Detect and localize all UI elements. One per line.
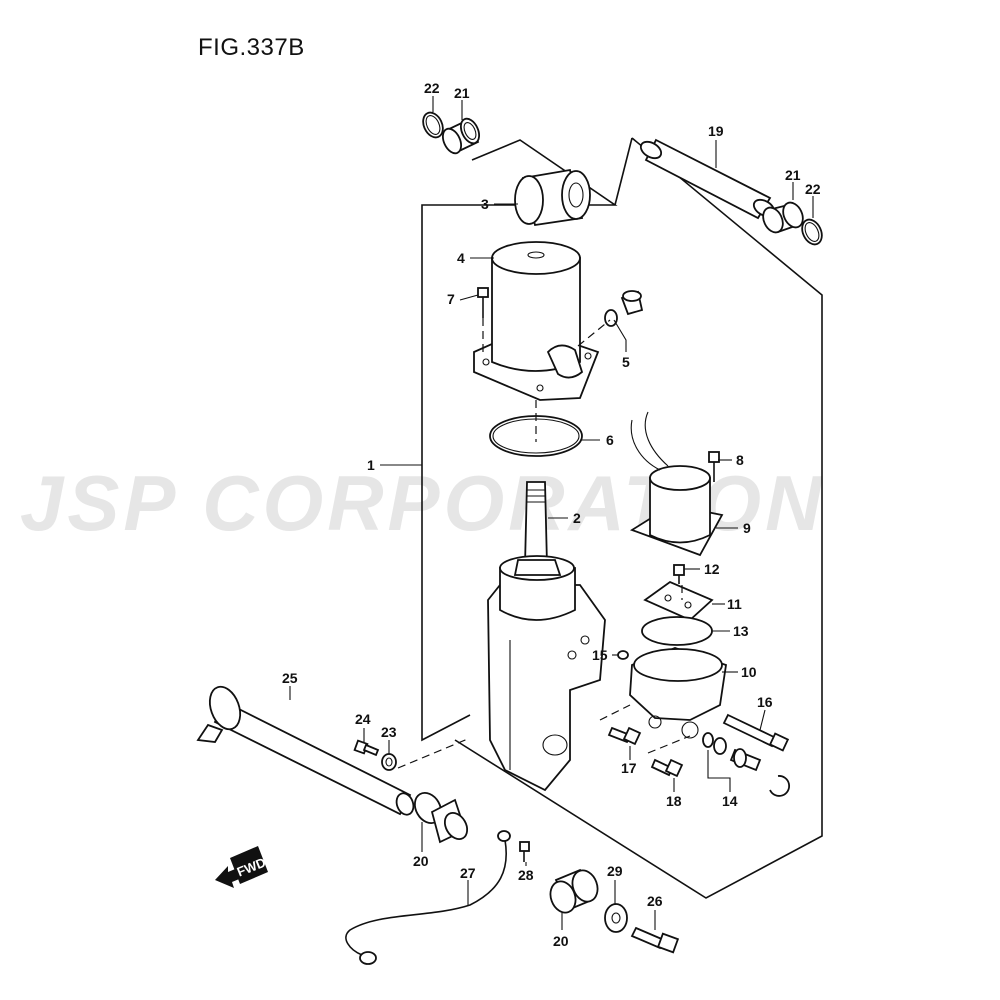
callout-17: 17 [621, 760, 637, 776]
bushing-21-right [762, 201, 804, 234]
callout-4: 4 [457, 250, 465, 266]
callout-3: 3 [481, 196, 489, 212]
callout-7: 7 [447, 291, 455, 307]
pin-19 [639, 138, 776, 220]
bushing-21-top [442, 117, 480, 155]
callout-1: 1 [367, 457, 375, 473]
callout-29: 29 [607, 863, 623, 879]
valve-set-14 [702, 732, 790, 797]
valve-9 [629, 411, 724, 557]
snap-ring-22-right [801, 218, 823, 246]
leader-lines [289, 96, 814, 930]
plate-11 [643, 580, 714, 622]
callout-9: 9 [743, 520, 751, 536]
screw-28 [519, 841, 530, 862]
callout-6: 6 [606, 432, 614, 448]
motor-4 [473, 241, 600, 401]
bolt-16 [722, 713, 790, 752]
assembly-lines [397, 318, 691, 769]
callout-11: 11 [727, 596, 742, 612]
bolt-26 [630, 926, 680, 954]
callout-27: 27 [460, 865, 476, 881]
collar-23 [381, 753, 397, 771]
ram-rod-2 [524, 481, 548, 566]
fwd-direction-badge: FWD [215, 846, 268, 888]
callout-16: 16 [757, 694, 773, 710]
ground-wire-27 [345, 830, 511, 965]
cylinder-housing [487, 555, 606, 792]
callout-20: 20 [553, 933, 569, 949]
bushing-20-left [413, 792, 469, 844]
callout-24: 24 [355, 711, 371, 727]
o-ring-13 [641, 616, 713, 646]
fitting-5 [604, 290, 644, 327]
bolt-17 [607, 726, 642, 746]
callout-22: 22 [424, 80, 440, 96]
callout-21: 21 [454, 85, 470, 101]
callout-10: 10 [741, 664, 757, 680]
bushing-20-bottom [549, 868, 599, 914]
callout-20: 20 [413, 853, 429, 869]
callout-21: 21 [785, 167, 801, 183]
callout-25: 25 [282, 670, 298, 686]
callout-8: 8 [736, 452, 744, 468]
callout-5: 5 [622, 354, 630, 370]
callout-19: 19 [708, 123, 724, 139]
callout-13: 13 [733, 623, 749, 639]
callout-12: 12 [704, 561, 720, 577]
snap-ring-22-top [422, 111, 444, 139]
figure-title: FIG.337B [198, 34, 305, 61]
callout-23: 23 [381, 724, 397, 740]
callout-2: 2 [573, 510, 581, 526]
washer-29 [604, 903, 628, 933]
bolt-18 [650, 758, 684, 778]
callout-labels: 22 21 19 21 22 3 4 7 5 6 1 8 2 9 12 11 1… [282, 80, 821, 949]
o-ring-15 [617, 650, 629, 660]
valve-body-10 [629, 647, 728, 739]
callout-14: 14 [722, 793, 738, 809]
callout-22: 22 [805, 181, 821, 197]
callout-15: 15 [592, 647, 608, 663]
bolt-12 [673, 564, 685, 584]
screw-8 [708, 451, 720, 482]
callout-26: 26 [647, 893, 663, 909]
callout-28: 28 [518, 867, 534, 883]
shaft-25 [196, 685, 415, 816]
spacer-3 [514, 168, 591, 227]
callout-18: 18 [666, 793, 682, 809]
screw-7 [477, 287, 489, 318]
o-ring-6 [489, 415, 583, 457]
bolt-24 [353, 739, 380, 757]
